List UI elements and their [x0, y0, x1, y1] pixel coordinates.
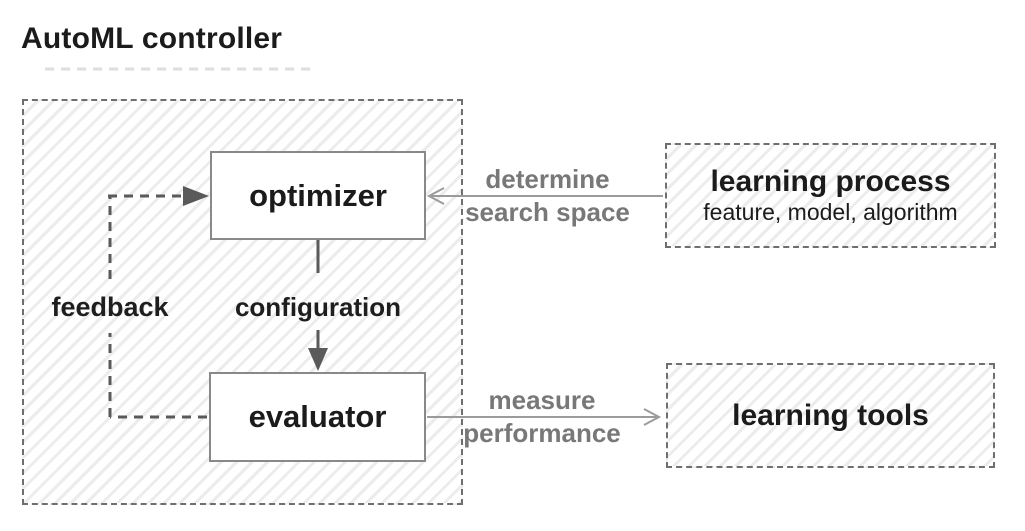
measure-performance-line2: performance	[463, 418, 621, 448]
measure-performance-line1: measure	[488, 385, 596, 415]
evaluator-box: evaluator	[209, 372, 426, 462]
measure-performance-label: measure performance	[432, 384, 652, 450]
determine-search-space-line1: determine	[485, 164, 610, 194]
learning-process-box: learning process feature, model, algorit…	[665, 143, 996, 248]
learning-process-title: learning process	[710, 165, 951, 198]
determine-search-space-line2: search space	[465, 197, 630, 227]
optimizer-label: optimizer	[249, 177, 387, 213]
evaluator-label: evaluator	[248, 399, 387, 434]
determine-search-space-label: determine search space	[440, 163, 655, 229]
learning-process-subtitle: feature, model, algorithm	[703, 199, 958, 225]
page-title: AutoML controller	[21, 22, 283, 55]
learning-tools-box: learning tools	[666, 363, 995, 468]
feedback-label: feedback	[51, 292, 169, 322]
configuration-label: configuration	[234, 292, 402, 322]
optimizer-box: optimizer	[210, 151, 426, 240]
learning-tools-label: learning tools	[732, 398, 929, 432]
